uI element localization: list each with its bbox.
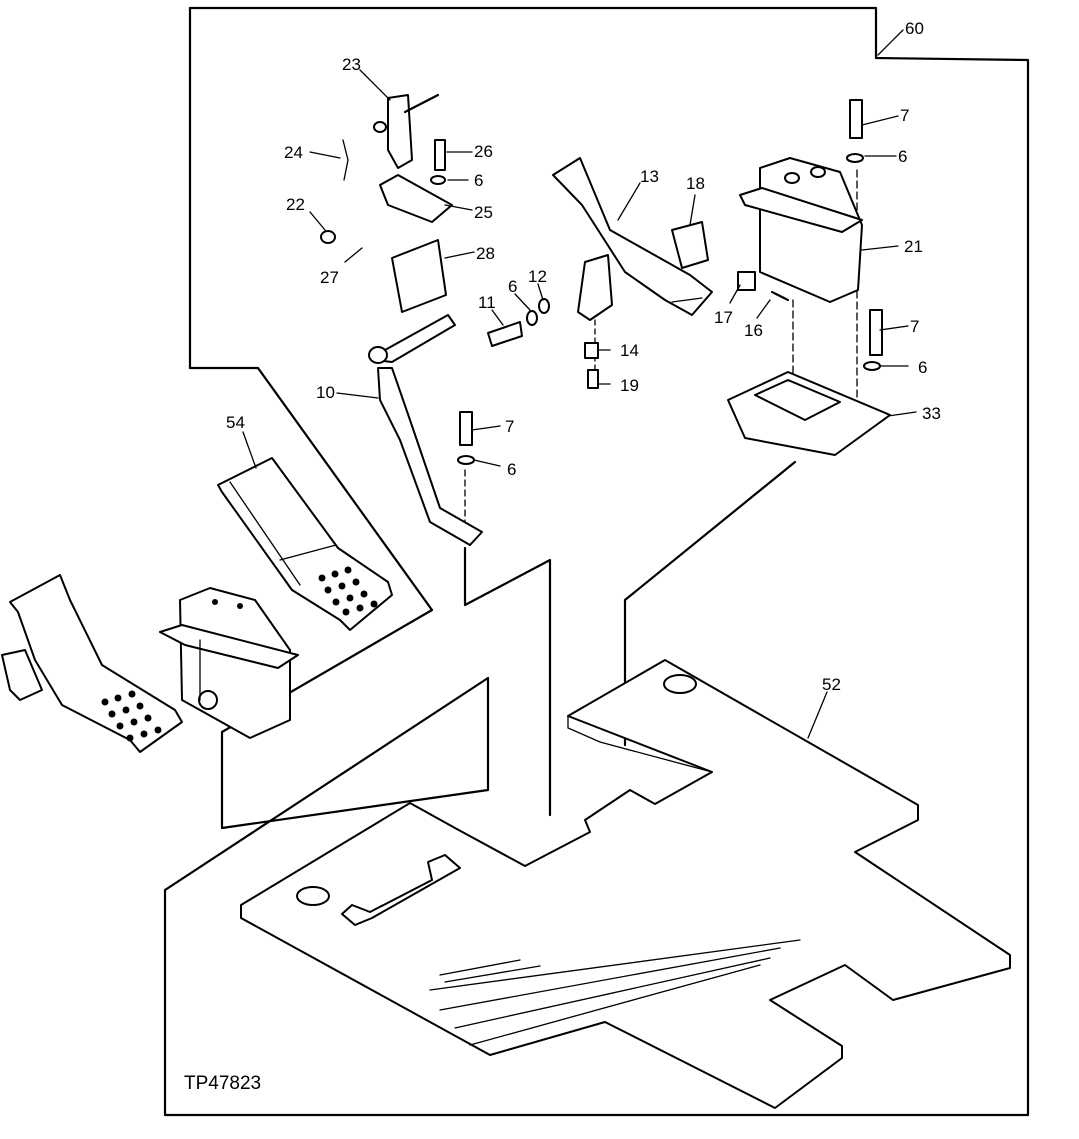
pedal-54: [217, 457, 393, 631]
label-6a: 6: [474, 171, 483, 190]
label-54: 54: [226, 413, 245, 432]
label-21: 21: [904, 237, 923, 256]
label-13: 13: [640, 167, 659, 186]
label-7a: 7: [900, 106, 909, 125]
pedal-left: [1, 574, 183, 753]
label-7b: 7: [910, 317, 919, 336]
label-6e: 6: [507, 460, 516, 479]
label-6b: 6: [898, 147, 907, 166]
label-18: 18: [686, 174, 705, 193]
label-12: 12: [528, 267, 547, 286]
label-11: 11: [478, 293, 496, 312]
label-16: 16: [744, 321, 763, 340]
label-14: 14: [620, 341, 639, 360]
callout-labels: 60 23 24 26 6 25 22 28 27 13 18 7 6 21 1…: [184, 19, 941, 1094]
label-26: 26: [474, 142, 493, 161]
label-19: 19: [620, 376, 639, 395]
label-10: 10: [316, 383, 335, 402]
label-6d: 6: [918, 358, 927, 377]
pedal-13: [552, 157, 713, 321]
figure-id: TP47823: [184, 1073, 261, 1094]
label-leaders: [242, 29, 917, 739]
label-33: 33: [922, 404, 941, 423]
label-7c: 7: [505, 417, 514, 436]
label-22: 22: [286, 195, 305, 214]
floor-plate: [240, 659, 1011, 1109]
label-6c: 6: [508, 277, 517, 296]
label-23: 23: [342, 55, 361, 74]
fasteners: [430, 99, 883, 465]
switch-box-21: [739, 157, 863, 303]
label-28: 28: [476, 244, 495, 263]
boundary-outline: [163, 6, 1030, 1117]
bracket-33: [727, 371, 891, 456]
label-25: 25: [474, 203, 493, 222]
switch-assembly: [320, 93, 453, 313]
label-52: 52: [822, 675, 841, 694]
pedal-10: [368, 314, 483, 546]
label-17: 17: [714, 308, 733, 327]
label-27: 27: [320, 268, 339, 287]
label-60: 60: [905, 19, 924, 38]
label-24: 24: [284, 143, 303, 162]
valve-box-left: [159, 587, 299, 739]
